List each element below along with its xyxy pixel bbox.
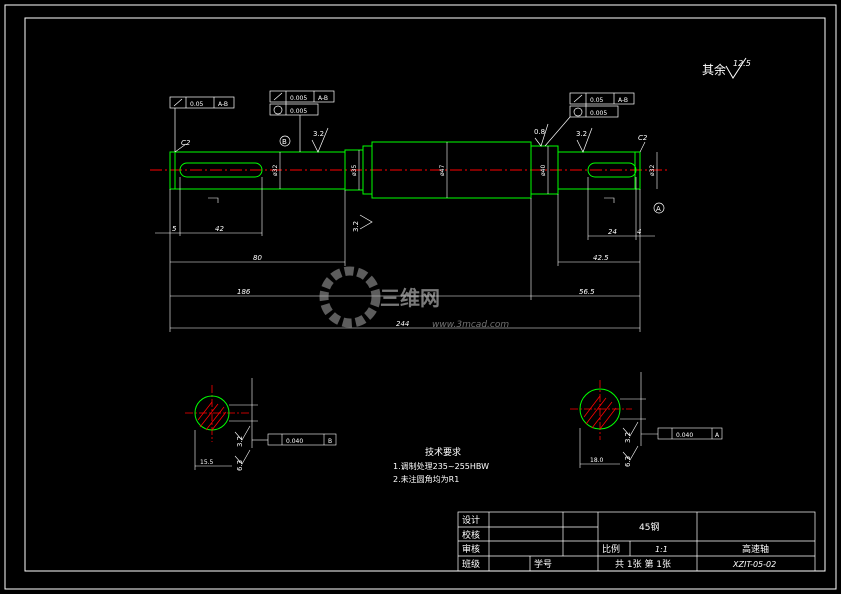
title-block (457, 511, 816, 572)
tb-drawing-no: XZIT-05-02 (732, 560, 776, 569)
roughness-value: 3.2 (352, 221, 360, 232)
tolerance-datum: A-B (618, 97, 628, 104)
diameter-label: ø35 (351, 165, 358, 176)
roughness-note: 其余 12.5 (702, 57, 751, 79)
chamfer-label: C2 (638, 134, 648, 142)
section-tolerance: 0.040 (676, 432, 693, 439)
keyway-left (179, 162, 263, 178)
tb-label-review: 审核 (462, 543, 480, 555)
notes-title: 技术要求 (425, 446, 461, 458)
section-arrows (208, 197, 615, 203)
chamfer-leader (174, 143, 187, 153)
diameter-label: ø32 (649, 165, 656, 176)
section-datum: B (328, 438, 332, 445)
shaft-segment-right (557, 151, 641, 190)
chamfer-leader (639, 141, 646, 153)
section-depth: 18.0 (590, 457, 604, 464)
roughness-value: 6.3 (236, 460, 244, 471)
dim-label: 5 (172, 225, 177, 233)
tb-part-name: 高速轴 (742, 543, 769, 555)
roughness-note-label: 其余 (702, 62, 726, 77)
datum-markers (279, 135, 665, 214)
chamfer-label: C2 (181, 139, 191, 147)
technical-notes: 技术要求 1.调制处理235~255HBW 2.未注圆角均为R1 (393, 446, 489, 484)
dim-label: 42.5 (593, 254, 609, 262)
dim-label: 42 (215, 225, 224, 233)
roughness-value: 3.2 (236, 436, 244, 447)
roughness-value: 6.3 (624, 456, 632, 467)
datum-label: B (282, 138, 287, 146)
tb-label-check: 校核 (462, 529, 480, 541)
diameter-label: ø32 (272, 165, 279, 176)
tb-sheet-count: 共 1张 第 1张 (615, 558, 671, 570)
dim-label: 56.5 (579, 288, 595, 296)
roughness-value: 3.2 (576, 130, 587, 138)
tolerance-value: 0.005 (290, 108, 307, 115)
dim-label: 244 (396, 320, 409, 328)
diameter-label: ø40 (540, 165, 547, 176)
tb-scale-value: 1:1 (655, 545, 668, 554)
tolerance-datum: A-B (218, 101, 228, 108)
dim-label: 4 (637, 228, 641, 236)
tb-label-design: 设计 (462, 514, 480, 526)
tb-scale-label: 比例 (602, 543, 620, 555)
datum-label: A (656, 205, 661, 213)
tolerance-value: 0.005 (290, 95, 307, 102)
length-dimensions (155, 177, 655, 332)
tolerance-value: 0.005 (590, 110, 607, 117)
roughness-marks (311, 123, 593, 230)
dim-label: 80 (253, 254, 262, 262)
notes-line: 2.未注圆角均为R1 (393, 474, 459, 484)
section-depth: 15.5 (200, 459, 214, 466)
title-block-text: 设计 校核 审核 班级 学号 45钢 比例 1:1 高速轴 共 1张 第 1张 … (462, 514, 776, 570)
dim-label: 186 (237, 288, 251, 296)
section-left: 0.040 B 15.5 3.2 6.3 (185, 378, 337, 471)
section-right: 0.040 A 18.0 3.2 6.3 (570, 372, 723, 468)
section-datum: A (715, 432, 720, 439)
roughness-value: 3.2 (624, 432, 632, 443)
roughness-value: 0.8 (534, 128, 545, 136)
tolerance-value: 0.05 (190, 101, 204, 108)
diameter-label: ø47 (439, 165, 446, 176)
roughness-value: 3.2 (313, 130, 324, 138)
outer-border (4, 4, 837, 590)
tolerance-frame-right (544, 92, 635, 147)
notes-line: 1.调制处理235~255HBW (393, 461, 489, 471)
tolerance-frame-left (169, 96, 235, 152)
inner-border (24, 17, 826, 572)
tolerance-datum: A-B (318, 95, 328, 102)
diameter-dim-lines (279, 142, 658, 198)
gear-icon (319, 266, 381, 328)
section-tolerance: 0.040 (286, 438, 303, 445)
tolerance-value: 0.05 (590, 97, 604, 104)
tb-label-class: 班级 (462, 558, 480, 570)
keyway-right (587, 162, 637, 178)
tb-material: 45钢 (639, 521, 659, 533)
shaft-outline (169, 141, 641, 199)
roughness-symbol-icon (725, 57, 747, 79)
dim-label: 24 (608, 228, 617, 236)
tolerance-frame-mid (269, 90, 335, 152)
watermark-brand: 三维网 (380, 286, 440, 310)
diameter-labels: ø32 ø35 ø47 ø40 ø32 (272, 165, 656, 176)
watermark-url: www.3mcad.com (432, 320, 509, 330)
watermark: 三维网 www.3mcad.com (319, 266, 509, 330)
length-dim-labels: 5 42 80 186 244 24 4 42.5 56.5 (172, 225, 641, 328)
tb-label-student-no: 学号 (534, 558, 552, 570)
